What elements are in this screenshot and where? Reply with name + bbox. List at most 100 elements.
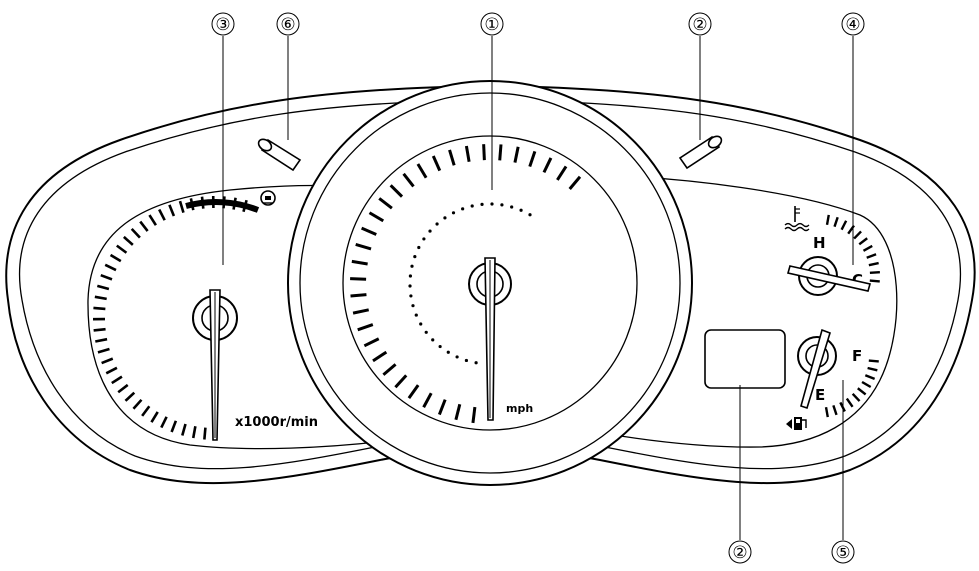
tachometer: x1000r/min <box>92 190 318 441</box>
speedometer-dot <box>413 255 417 259</box>
speedometer-tick <box>482 144 486 161</box>
tachometer-tick <box>139 220 149 232</box>
tachometer-scale <box>92 195 248 440</box>
speedometer-tick <box>363 337 380 348</box>
tachometer-tick <box>130 227 141 239</box>
fuel-tick <box>868 359 879 363</box>
fuel-tick <box>824 407 829 418</box>
speedometer-tick <box>357 323 374 332</box>
callout-4: ④ <box>841 12 865 36</box>
temperature-tick <box>869 271 880 275</box>
tachometer-tick <box>117 383 129 394</box>
speedometer-dot <box>500 203 504 207</box>
callout-1-label: ① <box>484 15 499 35</box>
temperature-scale <box>825 214 880 283</box>
speedometer-tick <box>407 384 420 399</box>
temperature-hot-label: H <box>813 234 826 252</box>
speedometer-dot <box>528 213 532 217</box>
speedometer-dot <box>451 211 456 215</box>
tachometer-tick <box>168 204 176 217</box>
temperature-tick <box>858 237 868 246</box>
speedometer-tick <box>422 392 433 408</box>
speedometer-dot <box>408 284 412 288</box>
tachometer-tick <box>124 391 136 402</box>
callout-2-bottom-label: ② <box>732 543 747 563</box>
tachometer-tick <box>148 214 157 226</box>
speedometer-tick <box>542 157 553 174</box>
speedometer-dot <box>424 330 428 334</box>
callout-6: ⑥ <box>276 12 300 36</box>
speedometer-tick <box>454 403 462 421</box>
tachometer-tick <box>111 375 123 385</box>
tachometer-tick <box>101 357 114 365</box>
tachometer-tick <box>100 273 113 281</box>
speedometer-dot <box>461 207 465 211</box>
tachometer-tick <box>160 416 168 429</box>
callout-5-label: ⑤ <box>835 543 850 563</box>
fuel-empty-label: E <box>815 386 825 404</box>
tachometer-unit-label: x1000r/min <box>235 415 318 430</box>
tachometer-tick <box>109 253 122 263</box>
temperature-tick <box>840 220 848 231</box>
speedometer-bezel-inner <box>299 92 681 474</box>
fuel-pump-icon <box>786 417 807 430</box>
tachometer-tick <box>122 235 134 246</box>
coolant-temperature-icon <box>784 206 810 232</box>
speedometer-dot <box>435 222 439 226</box>
speedometer-tick <box>378 197 393 210</box>
callout-3-label: ③ <box>215 15 230 35</box>
temperature-tick <box>869 279 880 283</box>
housing-inner-outline <box>18 99 962 470</box>
tachometer-needle <box>192 289 238 441</box>
speedometer-tick <box>568 175 582 190</box>
fuel-tick <box>864 374 876 381</box>
tachometer-tick <box>94 295 107 301</box>
temperature-tick <box>866 253 877 259</box>
tachometer-tick <box>97 347 110 354</box>
fuel-tick <box>832 404 838 416</box>
trip-knob <box>678 135 723 170</box>
speedometer-tick <box>471 406 477 424</box>
speedometer-dot <box>446 350 450 354</box>
engine-warning-icon <box>260 190 276 206</box>
speedometer-dot <box>409 294 413 298</box>
speedometer-tick <box>350 293 367 298</box>
speedometer-dot <box>443 216 447 220</box>
speedometer-dot <box>431 338 435 342</box>
tachometer-tick <box>170 420 178 433</box>
speedometer-tick <box>372 350 388 363</box>
speedometer-dot <box>490 202 494 206</box>
tachometer-tick <box>132 398 143 410</box>
speedometer-tick <box>416 163 428 179</box>
temperature-tick <box>853 230 862 240</box>
temperature-needle <box>786 256 872 296</box>
speedometer-tick <box>361 226 377 236</box>
fuel-tick <box>861 380 872 389</box>
speedometer-dot <box>428 229 432 233</box>
tachometer-tick <box>181 423 187 436</box>
temperature-tick <box>868 261 879 267</box>
speedometer-tick <box>464 145 471 163</box>
tachometer-tick <box>150 411 159 423</box>
tachometer-tick <box>95 337 108 343</box>
speedometer-tick <box>352 308 370 315</box>
speedometer-needle <box>468 257 512 421</box>
speedometer-dot <box>414 313 418 317</box>
callout-5: ⑤ <box>831 540 855 564</box>
callout-3: ③ <box>211 12 235 36</box>
fuel-tick <box>845 397 854 408</box>
speedometer-dot <box>455 355 459 359</box>
right-dial-panel <box>584 174 898 448</box>
speedometer-dot <box>419 322 423 326</box>
fuel-tick <box>851 392 861 402</box>
tachometer-tick <box>93 306 106 311</box>
temperature-gauge: H C <box>784 206 880 296</box>
speedometer-dot <box>510 205 514 209</box>
tachometer-tick <box>93 327 106 332</box>
fuel-tick <box>867 366 878 372</box>
speedometer-tick <box>368 211 385 223</box>
speedometer-dot <box>410 264 414 268</box>
callout-6-label: ⑥ <box>280 15 295 35</box>
speedometer-dot <box>519 208 523 212</box>
